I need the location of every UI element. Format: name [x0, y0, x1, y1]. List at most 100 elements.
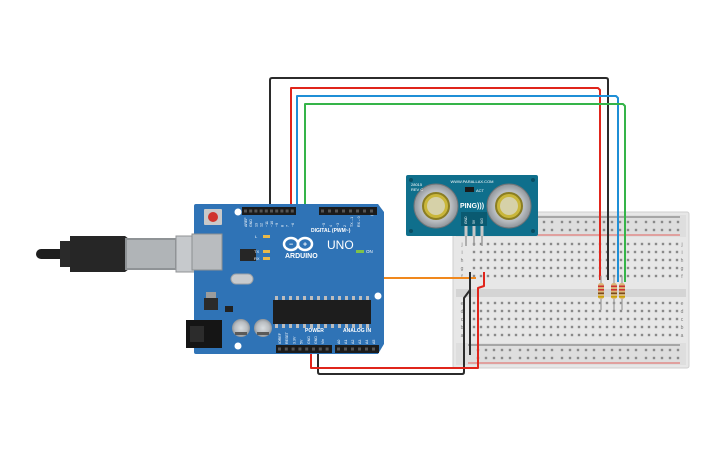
breadboard-hole [584, 309, 588, 313]
breadboard-hole [528, 309, 532, 313]
breadboard-hole [542, 250, 546, 254]
breadboard-hole [563, 266, 567, 270]
breadboard-hole [640, 250, 644, 254]
breadboard-hole [542, 242, 546, 246]
breadboard-hole [570, 274, 574, 278]
breadboard-hole [493, 266, 497, 270]
rail-hole [484, 348, 488, 352]
pin-label: 13 [254, 223, 258, 227]
breadboard-hole [500, 274, 504, 278]
pin-label: GND [307, 336, 311, 344]
breadboard-hole [577, 325, 581, 329]
chip-pin [345, 296, 348, 300]
sensor-model: 28015 [411, 182, 423, 187]
breadboard-hole [598, 333, 602, 337]
breadboard-hole [675, 325, 679, 329]
rail-hole [584, 348, 588, 352]
breadboard-hole [528, 274, 532, 278]
header-holes [244, 209, 375, 351]
breadboard-hole [584, 317, 588, 321]
header-hole [358, 347, 361, 351]
rail-hole [676, 348, 680, 352]
header-top-right [319, 207, 377, 215]
header-hole [280, 209, 284, 213]
rail-hole [644, 228, 648, 232]
breadboard-hole [654, 333, 658, 337]
header-hole [349, 209, 352, 213]
pin-label: GND [249, 219, 253, 227]
rail-hole [592, 228, 596, 232]
breadboard-hole [591, 250, 595, 254]
breadboard-hole [675, 317, 679, 321]
breadboard-hole [640, 274, 644, 278]
rail-hole [626, 356, 630, 360]
pin-label: 7 [286, 225, 290, 227]
breadboard-hole [472, 266, 476, 270]
chip-pin [338, 296, 341, 300]
ping-ultrasonic-sensor: ACT 28015 REV C WWW.PARALLAX.COM PING)))… [406, 175, 538, 246]
pin-label: ~6 [291, 223, 295, 227]
breadboard-hole [619, 333, 623, 337]
breadboard-hole [612, 250, 616, 254]
breadboard-hole [493, 317, 497, 321]
rail-hole [584, 228, 588, 232]
breadboard-hole [668, 242, 672, 246]
row-letter: f [681, 274, 683, 280]
breadboard-hole [556, 309, 560, 313]
breadboard-hole [521, 333, 525, 337]
rail-hole [508, 348, 512, 352]
breadboard-hole [591, 258, 595, 262]
breadboard-hole [549, 301, 553, 305]
breadboard-hole [493, 274, 497, 278]
breadboard-hole [668, 325, 672, 329]
breadboard-hole [633, 258, 637, 262]
breadboard-hole [661, 301, 665, 305]
rail-hole [602, 220, 606, 224]
breadboard-hole [661, 258, 665, 262]
header-analog [335, 345, 379, 353]
chip-pin [324, 296, 327, 300]
breadboard-hole [626, 258, 630, 262]
breadboard-hole [668, 301, 672, 305]
breadboard-hole [507, 258, 511, 262]
breadboard-hole [549, 242, 553, 246]
breadboard-hole [605, 333, 609, 337]
chip-pin [317, 296, 320, 300]
breadboard-hole [507, 242, 511, 246]
breadboard-hole [675, 274, 679, 278]
header-hole [259, 209, 263, 213]
breadboard-hole [514, 274, 518, 278]
pin-label: RX←0 [357, 216, 361, 227]
header-power [276, 345, 332, 353]
breadboard-hole [563, 325, 567, 329]
rail-hole [634, 220, 638, 224]
led-rx [263, 257, 270, 260]
breadboard-hole [563, 317, 567, 321]
pin-label: 2 [343, 225, 347, 227]
breadboard-hole [472, 325, 476, 329]
breadboard-hole [577, 301, 581, 305]
breadboard-hole [598, 325, 602, 329]
breadboard-hole [654, 250, 658, 254]
rail-hole [560, 220, 564, 224]
sensor-pin [464, 226, 468, 236]
sensor-name: PING))) [460, 203, 484, 210]
breadboard-hole [640, 258, 644, 262]
breadboard-hole [598, 309, 602, 313]
header-hole [351, 347, 354, 351]
chip-pin [359, 324, 362, 328]
breadboard-hole [521, 325, 525, 329]
header-hole [305, 347, 309, 351]
breadboard-hole [626, 242, 630, 246]
chip-pin [282, 296, 285, 300]
led-on-label: ON [366, 249, 373, 254]
usb-port [191, 233, 223, 271]
breadboard-hole [514, 258, 518, 262]
rail-hole [618, 348, 622, 352]
breadboard-hole [668, 333, 672, 337]
breadboard-hole [472, 274, 476, 278]
row-letter: h [461, 258, 464, 264]
breadboard-hole [514, 325, 518, 329]
header-hole [365, 347, 368, 351]
